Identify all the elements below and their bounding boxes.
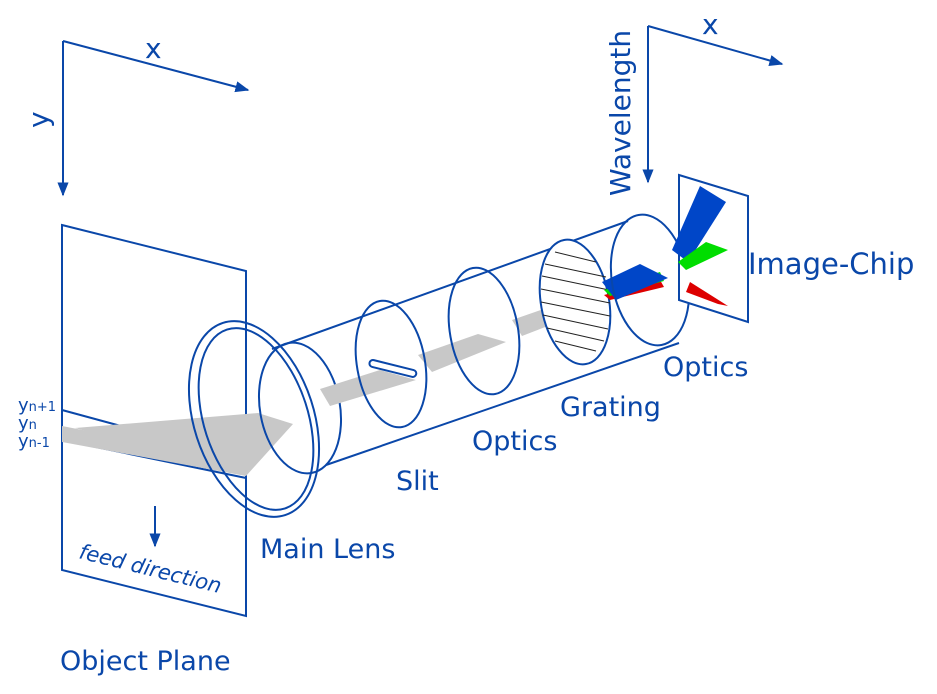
left-axes [57, 40, 250, 197]
light-beam-to-slit [320, 370, 416, 406]
right-x-axis-arrow [647, 25, 784, 66]
grating-line [554, 251, 597, 263]
object-line-strip [62, 426, 246, 476]
grating-line [554, 340, 597, 352]
image-chip-spectrum [672, 186, 728, 306]
optics-2-label: Optics [663, 352, 748, 383]
main-lens-front-rim-inner [197, 327, 315, 511]
light-beam-to-optics [418, 334, 506, 372]
row-label-sub-n-minus-1: n-1 [29, 436, 50, 451]
chip-red-band [686, 282, 728, 306]
right-x-axis-label: x [702, 8, 719, 41]
grating-line [540, 301, 611, 317]
left-y-axis-label: y [22, 111, 55, 128]
row-label-base: y [18, 431, 29, 452]
dispersed-spectrum [602, 264, 668, 300]
object-plane [61, 223, 247, 618]
row-label-n-minus-1: yn-1 [18, 431, 50, 452]
main-lens-label: Main Lens [260, 534, 395, 565]
grating-lines [540, 251, 611, 352]
row-label-base: y [18, 395, 29, 416]
optics-1-label: Optics [472, 426, 557, 457]
row-label-n-plus-1: yn+1 [18, 395, 56, 416]
slit-opening [368, 359, 418, 378]
grating-label: Grating [560, 392, 661, 423]
grating-line [540, 288, 611, 304]
grating [538, 238, 612, 366]
grating-line [541, 275, 610, 291]
slit-label: Slit [396, 466, 439, 497]
object-plane-label: Object Plane [60, 646, 231, 677]
wavelength-axis-label: Wavelength [604, 30, 637, 196]
chip-blue-band [672, 186, 726, 262]
image-chip-label: Image-Chip [748, 247, 914, 281]
main-lens-back-rim [257, 341, 343, 475]
light-beam-main [75, 413, 293, 476]
chip-green-band [678, 242, 728, 270]
tube-bottom-edge [325, 342, 680, 466]
grating-line [542, 314, 609, 330]
main-lens-front-rim [187, 320, 321, 518]
row-label-n: yn [18, 413, 37, 434]
optics-1-disc [447, 266, 521, 396]
grating-line [546, 327, 605, 342]
right-axes [642, 25, 784, 184]
spectrum-blue-ray [602, 264, 668, 300]
row-label-sub-n-plus-1: n+1 [29, 400, 56, 415]
row-label-sub-n: n [29, 418, 37, 433]
grating-line [544, 263, 607, 278]
left-x-axis-arrow [62, 40, 250, 93]
left-x-axis-label: x [145, 32, 162, 65]
slit-disc [354, 299, 428, 429]
slit [354, 299, 428, 429]
row-label-base: y [18, 413, 29, 434]
